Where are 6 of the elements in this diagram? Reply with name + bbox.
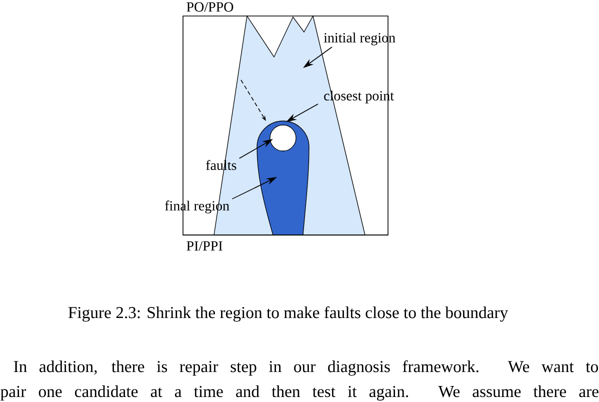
axis-label: PI/PPI — [186, 241, 222, 251]
axis-label: PO/PPO — [186, 2, 234, 12]
body-text: pair one candidate at a time and then test it again. We assume there are — [0, 385, 598, 401]
figure-caption: Figure 2.3: Shrink the region to make faults close to the boundary — [68, 306, 508, 322]
fault-circle — [270, 124, 296, 152]
body-text: In addition, there is repair step in our diagnosis framework. We want to — [14, 360, 598, 376]
